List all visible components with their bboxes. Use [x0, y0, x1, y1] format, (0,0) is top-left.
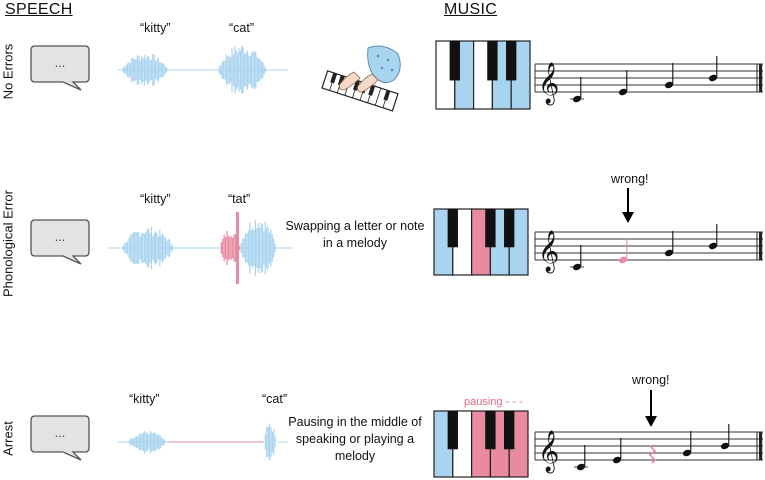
bubble-ellipsis: ... — [55, 55, 66, 70]
piano-keyboard-no-errors — [435, 40, 531, 110]
speech-bubble-icon: ... — [30, 415, 90, 461]
piano-black-key — [487, 41, 498, 81]
piano-black-key — [504, 411, 515, 450]
piano-keyboard-phonological-error — [433, 208, 529, 276]
note-head — [708, 242, 718, 250]
final-barline-thick — [759, 64, 763, 92]
note-head — [664, 249, 674, 257]
wrong-label-row2: wrong! — [611, 172, 649, 186]
speech-header: SPEECH — [5, 1, 73, 18]
note-head — [664, 81, 674, 89]
description-phonological-error: Swapping a letter or note in a melody — [285, 219, 425, 250]
note-head — [720, 442, 730, 450]
piano-black-key — [485, 209, 496, 248]
word-cat-row3: “cat” — [262, 392, 287, 406]
note-head — [708, 74, 718, 82]
treble-clef-icon: 𝄞 — [538, 430, 559, 473]
word-kitty-row1: “kitty” — [140, 21, 171, 35]
bubble-ellipsis: ... — [55, 425, 66, 440]
down-arrow-icon — [645, 390, 657, 427]
waveform-error-onset — [236, 212, 239, 284]
word-cat-row1: “cat” — [229, 21, 254, 35]
waveform-tat-error — [220, 230, 241, 266]
waveform-kitty — [122, 54, 168, 86]
wrong-label-row3: wrong! — [632, 373, 670, 387]
music-staff-no-errors: 𝄞 — [534, 56, 763, 105]
waveform-tat — [240, 220, 276, 276]
piano-black-key — [506, 41, 517, 81]
waveform-kitty — [128, 430, 167, 454]
piano-black-key — [447, 411, 458, 450]
waveform-no-errors — [118, 45, 288, 95]
note-head — [618, 256, 628, 264]
piano-black-key — [447, 209, 458, 248]
waveform-phonological-error — [108, 212, 293, 284]
row-label-phonological-error: Phonological Error — [0, 190, 16, 297]
speech-bubble-icon: ... — [30, 45, 90, 91]
note-head — [576, 463, 586, 471]
music-staff-arrest: 𝄞 — [534, 424, 763, 473]
pausing-label: pausing - - - — [464, 396, 523, 408]
down-arrow-icon — [622, 188, 634, 223]
waveform-arrest — [118, 423, 288, 461]
note-head — [572, 95, 582, 103]
piano-black-key — [504, 209, 515, 248]
word-kitty-row3: “kitty” — [129, 392, 160, 406]
piano-keyboard-arrest — [433, 410, 529, 478]
quarter-rest — [648, 445, 657, 464]
waveform-kitty — [122, 226, 175, 270]
note-head — [618, 88, 628, 96]
treble-clef-icon: 𝄞 — [538, 230, 559, 273]
piano-black-key — [485, 411, 496, 450]
final-barline-thick — [759, 432, 763, 460]
music-header: MUSIC — [444, 1, 498, 18]
note-head — [572, 263, 582, 271]
waveform-cat — [218, 45, 267, 95]
note-head — [682, 449, 692, 457]
music-staff-phonological-error: 𝄞 — [534, 224, 763, 273]
piano-black-key — [449, 41, 460, 81]
note-head — [612, 456, 622, 464]
speech-bubble-icon: ... — [30, 219, 90, 265]
word-tat-row2: “tat” — [228, 192, 251, 206]
hands-playing-piano-icon — [321, 45, 401, 112]
waveform-cat — [264, 423, 276, 461]
treble-clef-icon: 𝄞 — [538, 62, 559, 105]
description-arrest: Pausing in the middle of speaking or pla… — [288, 415, 422, 463]
word-kitty-row2: “kitty” — [140, 192, 171, 206]
bubble-ellipsis: ... — [55, 229, 66, 244]
final-barline-thick — [759, 232, 763, 260]
row-label-no-errors: No Errors — [0, 43, 16, 100]
row-label-arrest: Arrest — [0, 421, 16, 456]
